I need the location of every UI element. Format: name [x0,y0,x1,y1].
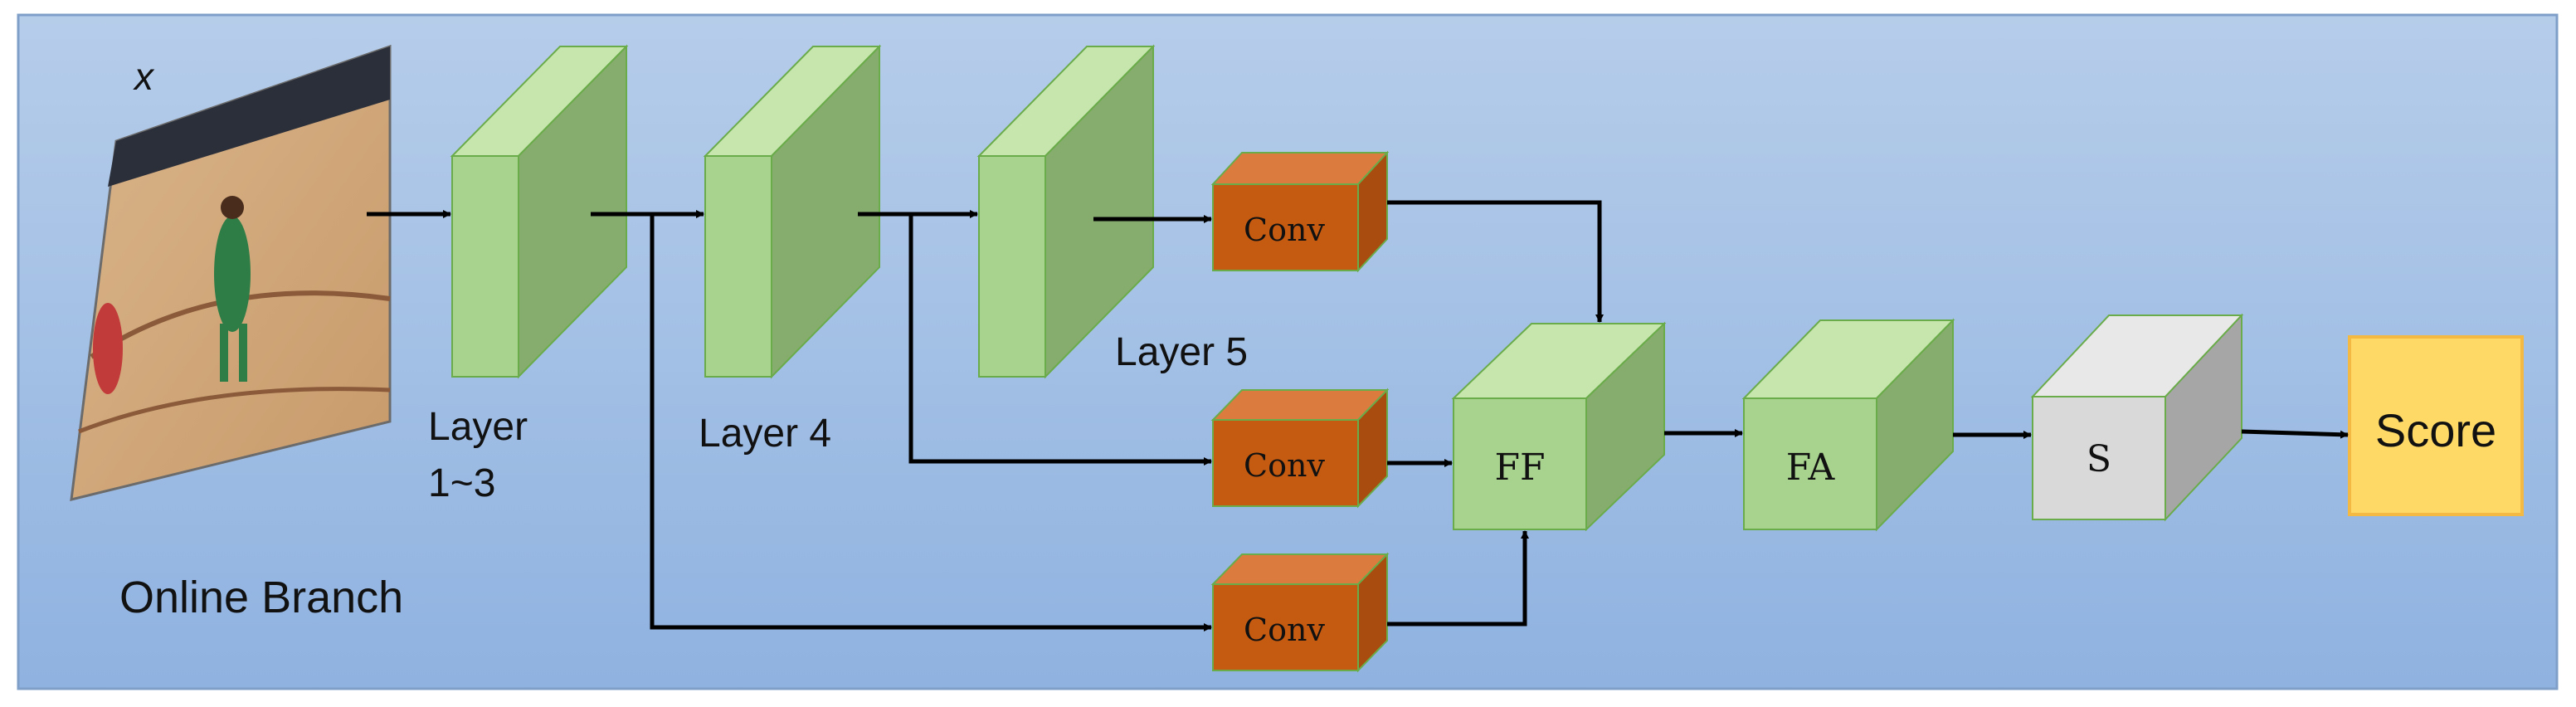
layer-1-3-label-line1: Layer [428,405,528,449]
s-block: S [2030,313,2244,522]
conv-top-block: Conv [1210,150,1390,273]
layer-5-label: Layer 5 [1115,330,1248,374]
connections [367,200,2349,631]
ff-label: FF [1494,446,1545,489]
layer-4-label: Layer 4 [699,412,831,456]
layer-1-3-block [450,44,629,379]
conv-bottom-label: Conv [1244,612,1325,648]
fa-label: FA [1786,446,1836,489]
arrow-s-to-score [2241,429,2349,439]
arrow-layer4-to-conv-middle [908,214,1212,466]
layer-5-block [976,44,1156,379]
conv-bottom-block: Conv [1210,552,1390,673]
layer-4-block [703,44,882,379]
arrow-layer13-to-conv-bottom [650,214,1212,631]
conv-middle-block: Conv [1210,388,1390,509]
score-label: Score [2375,404,2496,456]
input-symbol: x [133,55,155,98]
ff-block: FF [1451,321,1667,532]
s-label: S [2087,438,2111,480]
input-image: x [70,44,392,501]
layer-1-3-label-line2: 1~3 [428,461,495,505]
branch-label: Online Branch [119,573,403,622]
arrow-conv-bottom-to-ff [1387,530,1529,627]
conv-top-label: Conv [1244,212,1325,248]
conv-middle-label: Conv [1244,447,1325,484]
fa-block: FA [1741,318,1955,532]
arrow-conv-top-to-ff [1387,200,1604,323]
score-block: Score [2348,335,2524,516]
